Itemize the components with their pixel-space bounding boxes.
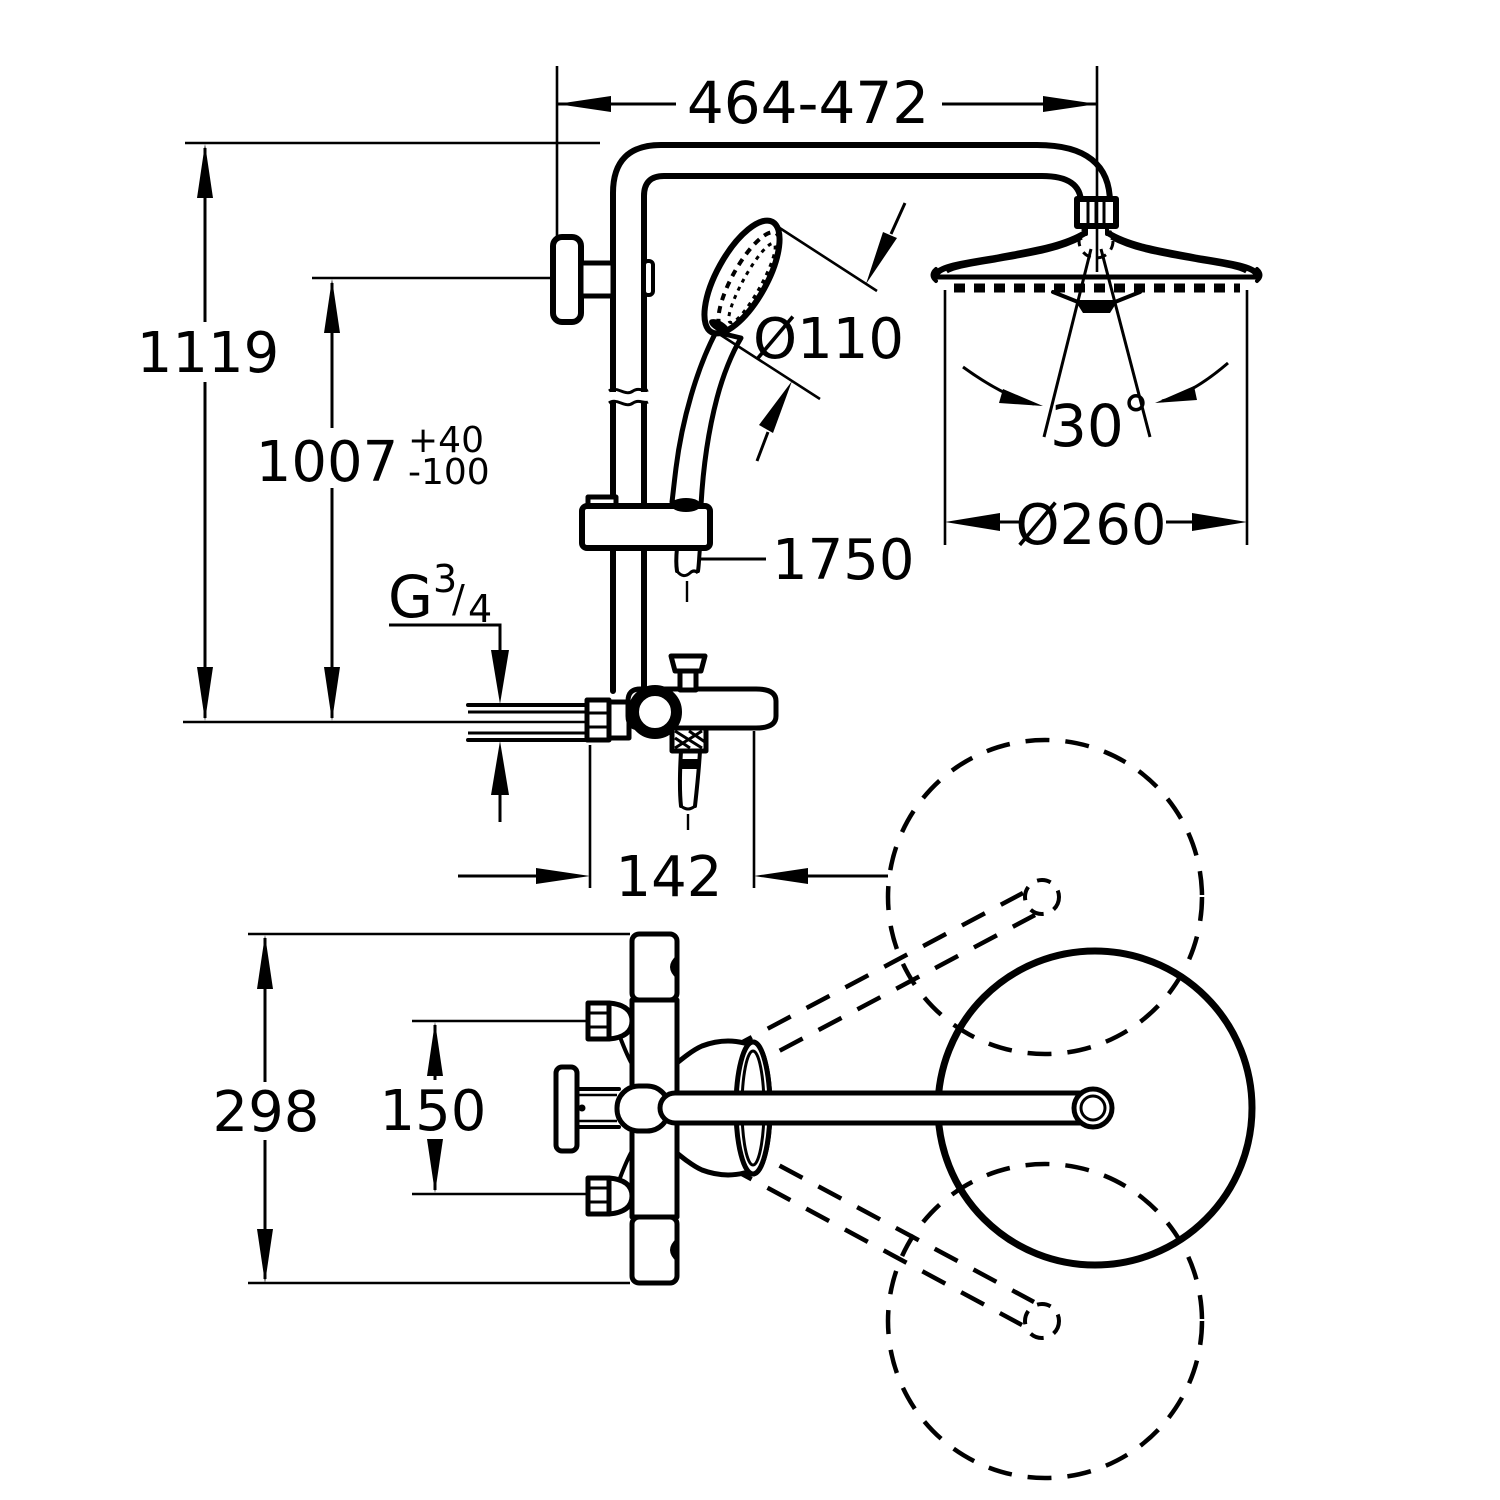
label-thread-letter: G: [388, 563, 433, 631]
label-head-dia: Ø260: [1016, 493, 1167, 558]
ball-joint-dashed: [1077, 222, 1115, 260]
label-arm-reach: 464-472: [687, 69, 929, 137]
valve-body-top-view: [585, 931, 680, 1286]
label-body-length: 298: [213, 1080, 320, 1145]
dimension-hand-shower-dia: Ø110: [715, 202, 907, 462]
diverter-knob: [668, 653, 708, 674]
label-height-total: 1119: [137, 321, 280, 386]
label-hand-shower-dia: Ø110: [753, 307, 904, 372]
spray-angle-lines: [1042, 248, 1152, 438]
handle-end-cap: [671, 498, 701, 512]
head-position-down-dashed: [885, 1161, 1205, 1481]
supply-nut-top: [585, 1000, 612, 1042]
wall-bracket: [550, 234, 655, 325]
arm-tube: [657, 1090, 1111, 1126]
label-outlet-offset: 142: [616, 845, 723, 910]
label-degree-sign: °: [1122, 385, 1150, 450]
dimension-hose-length: 1750: [700, 528, 915, 593]
rail-break: [610, 392, 647, 401]
valve-handle-top-view: [553, 1064, 621, 1154]
hand-shower-face: [716, 230, 782, 332]
label-hose-length: 1750: [772, 528, 915, 593]
inlet-hex-nut: [584, 697, 612, 743]
thermostat-valve: [183, 653, 779, 830]
dimension-outlet-offset: 142: [458, 731, 888, 910]
front-view: 464-472 1119 1007 +40 -100 Ø110: [137, 66, 1263, 910]
hand-shower-handle: [669, 329, 744, 508]
dimension-connection-distance: 150: [380, 1019, 586, 1196]
slider-block: [579, 503, 713, 551]
label-connection-distance: 150: [380, 1079, 487, 1144]
dimension-head-dia: Ø260: [943, 290, 1249, 558]
label-tol-plus: +40: [408, 420, 484, 461]
plan-view: 298 150: [213, 737, 1256, 1481]
label-spray-angle: 30: [1050, 392, 1124, 460]
supply-nut-bottom: [585, 1175, 612, 1217]
slider-bracket: [579, 494, 713, 602]
dimension-arm-reach: 464-472: [555, 66, 1099, 272]
label-tol-minus: -100: [408, 452, 490, 493]
hand-shower: [669, 217, 783, 508]
head-position-up-dashed: [885, 737, 1205, 1057]
dimension-thread: G 3 / 4: [388, 557, 509, 822]
hand-shower-head: [701, 217, 783, 337]
dimension-height-bracket: 1007 +40 -100: [256, 276, 551, 721]
rail-joint-ring: [628, 685, 682, 739]
label-thread-denominator: 4: [468, 587, 492, 631]
dimension-body-length: 298: [213, 932, 630, 1285]
dimension-height-total: 1119: [137, 141, 600, 721]
dimension-spray-angle: 30 °: [962, 361, 1229, 460]
label-height-bracket: 1007: [256, 430, 399, 495]
label-thread-numerator: 3: [433, 557, 457, 601]
shower-arm-top-view: [614, 1083, 1115, 1134]
head-cone: [1076, 302, 1117, 313]
label-thread-slash: /: [452, 577, 465, 621]
shower-pipe: [608, 142, 1113, 694]
